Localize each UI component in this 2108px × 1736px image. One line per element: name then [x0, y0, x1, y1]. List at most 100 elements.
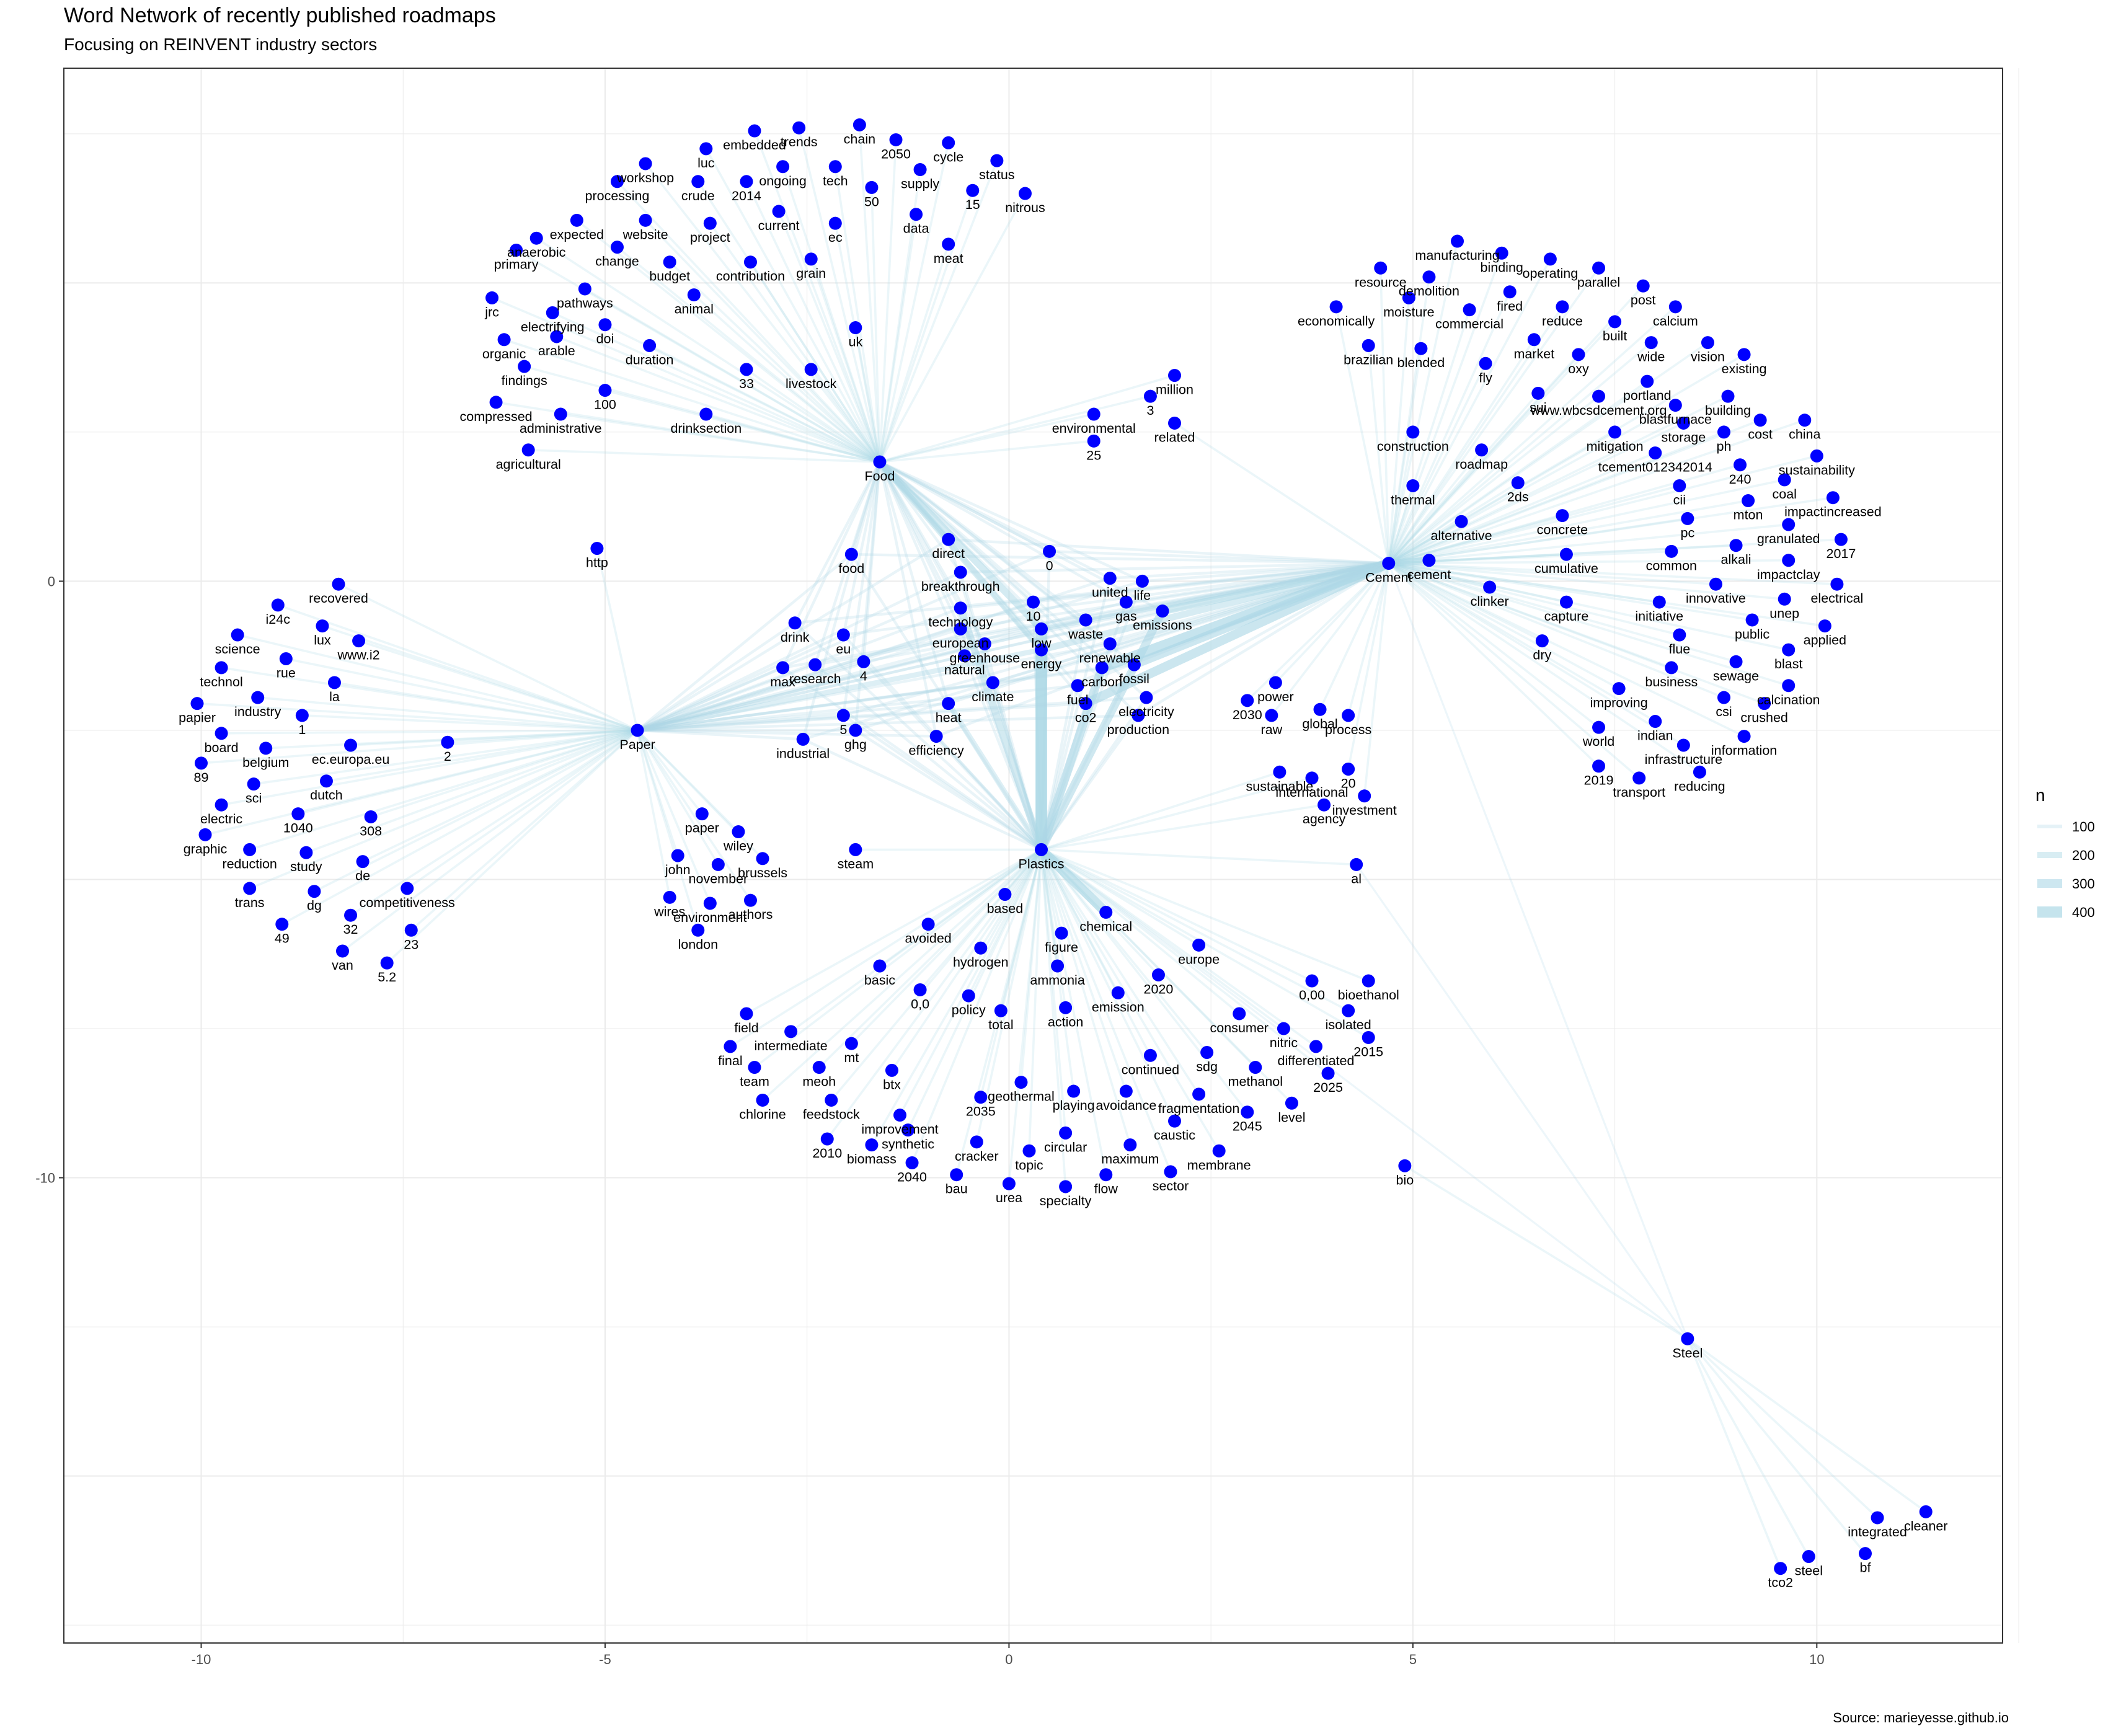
node-label: brussels [738, 866, 787, 880]
node-label: sustainability [1779, 463, 1855, 477]
edge [975, 848, 1043, 1143]
edge [1387, 562, 1725, 699]
node-label: cost [1748, 427, 1772, 442]
edge [357, 639, 639, 732]
edge [1387, 562, 1701, 774]
edge [879, 138, 897, 463]
node-label: 25 [1086, 448, 1101, 463]
node-label: 100 [594, 397, 616, 412]
node [316, 619, 329, 633]
node-label: embedded [723, 138, 786, 153]
node [893, 1109, 907, 1122]
edge [200, 729, 639, 764]
node [921, 918, 935, 931]
node [942, 136, 955, 149]
legend-label: 300 [2072, 876, 2095, 892]
edge [842, 562, 1390, 637]
edge [980, 848, 1043, 949]
node-label: cumulative [1534, 561, 1598, 576]
node [1774, 1562, 1787, 1575]
edge [1040, 777, 1313, 851]
edge [957, 604, 1045, 854]
edge [1388, 562, 1689, 1340]
edge [636, 729, 720, 866]
edge [1387, 562, 1745, 738]
node-label: drinksection [670, 421, 742, 436]
edge [636, 729, 699, 932]
edge [1040, 848, 1120, 994]
node [1745, 613, 1759, 627]
edge [1387, 562, 1790, 687]
node [1652, 595, 1666, 609]
node-label: transport [1613, 785, 1665, 800]
edge [636, 729, 740, 833]
edge [1040, 663, 1136, 851]
node [852, 118, 866, 131]
edge [636, 663, 817, 732]
node [1729, 655, 1743, 668]
node-label: final [718, 1053, 742, 1068]
node-label: low [1031, 636, 1052, 650]
edge [878, 460, 1128, 604]
legend-title: n [2035, 786, 2045, 805]
edge [878, 460, 962, 631]
edge [490, 296, 881, 463]
node-label: synthetic [882, 1137, 934, 1152]
node [610, 241, 624, 254]
edge [813, 562, 1390, 666]
edge [753, 848, 1043, 1069]
legend-label: 100 [2072, 819, 2095, 835]
node [1802, 1549, 1815, 1563]
node [1717, 425, 1730, 439]
node-label: 33 [739, 376, 754, 391]
node-label: fragmentation [1158, 1101, 1239, 1116]
edge [879, 189, 974, 463]
edge [1387, 484, 1681, 565]
edge [879, 395, 1152, 463]
node-label: 15 [965, 197, 980, 212]
node-label: van [332, 958, 353, 973]
node [663, 255, 676, 269]
edge [256, 696, 639, 732]
edge [842, 562, 1390, 717]
node-label: paper [685, 821, 719, 836]
node-label: market [1513, 347, 1554, 361]
node-label: commercial [1435, 317, 1504, 332]
edge [870, 186, 881, 463]
node [570, 213, 583, 227]
node [1871, 1511, 1884, 1525]
node-label: circular [1044, 1140, 1087, 1154]
node [1608, 425, 1622, 439]
node [1249, 1061, 1262, 1074]
edge [781, 460, 882, 670]
node [291, 807, 305, 821]
node [1753, 414, 1767, 427]
node [1826, 491, 1840, 505]
edge [850, 848, 1043, 1045]
node [215, 661, 228, 675]
node [510, 243, 523, 257]
edge [1040, 771, 1281, 851]
node-label: Plastics [1018, 856, 1064, 871]
edge [1387, 308, 1471, 565]
node-label: doi [596, 332, 614, 347]
node [631, 724, 644, 737]
node-label: isolated [1326, 1017, 1371, 1032]
edge [1387, 559, 1790, 565]
node [873, 455, 887, 469]
node-label: waste [1068, 627, 1103, 642]
node-label: existing [1722, 361, 1767, 376]
node [1778, 473, 1791, 487]
node-label: total [988, 1017, 1014, 1032]
node-label: crushed [1740, 711, 1788, 725]
edge [1387, 395, 1729, 565]
edge [337, 583, 639, 732]
node [1079, 697, 1092, 711]
node [788, 616, 802, 630]
node [1043, 544, 1056, 558]
edge [879, 413, 1096, 463]
node-label: www.wbcsdcement.org [1530, 403, 1667, 418]
node-label: 2010 [812, 1146, 842, 1161]
node-label: belgium [242, 755, 289, 770]
edge [1387, 252, 1503, 565]
